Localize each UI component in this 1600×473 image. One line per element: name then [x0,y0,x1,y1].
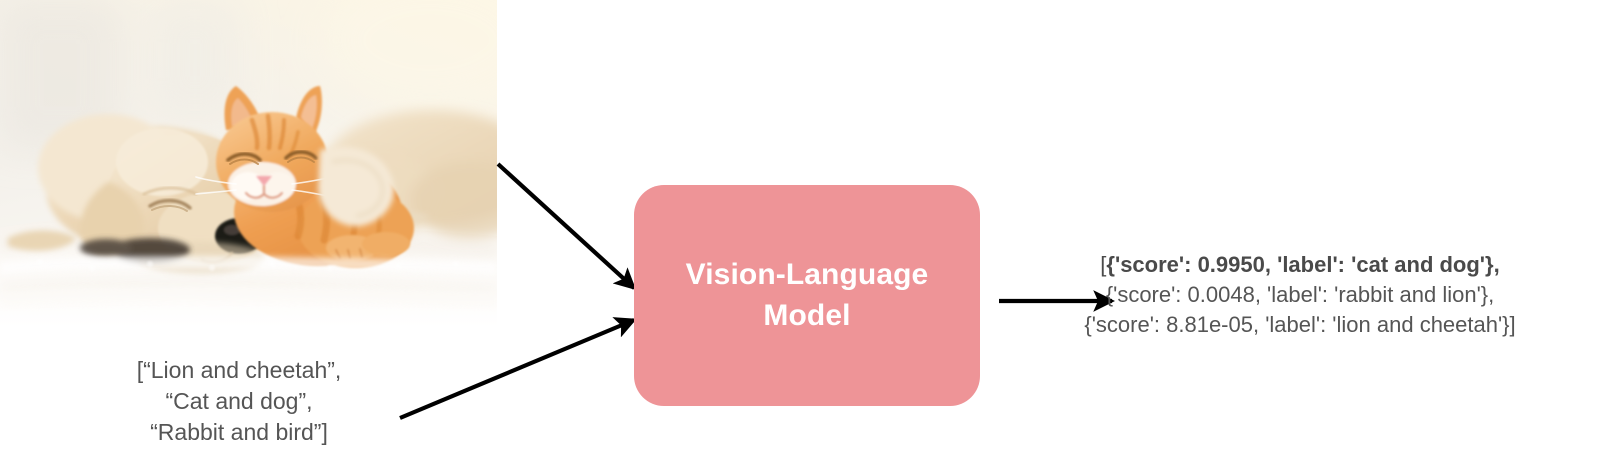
model-output-predictions: [{'score': 0.9950, 'label': 'cat and dog… [1020,250,1580,340]
output-line-3: {'score': 8.81e-05, 'label': 'lion and c… [1020,310,1580,340]
output-line-1-body: {'score': 0.9950, 'label': 'cat and dog'… [1106,252,1500,277]
vision-language-model-box: Vision-Language Model [634,185,980,406]
output-line-2-body: {'score': 0.0048, 'label': 'rabbit and l… [1105,282,1495,307]
model-box-label: Vision-Language Model [685,257,929,332]
candidate-labels-prompt: [“Lion and cheetah”, “Cat and dog”, “Rab… [136,357,342,445]
output-line-1: [{'score': 0.9950, 'label': 'cat and dog… [1020,250,1580,280]
input-image-photo [0,0,497,327]
prompt-to-model-arrow [399,317,637,420]
output-open-bracket: [ [1100,252,1107,277]
image-to-model-arrow [496,162,637,291]
output-line-3-body: {'score': 8.81e-05, 'label': 'lion and c… [1084,312,1516,337]
output-line-2: {'score': 0.0048, 'label': 'rabbit and l… [1020,280,1580,310]
